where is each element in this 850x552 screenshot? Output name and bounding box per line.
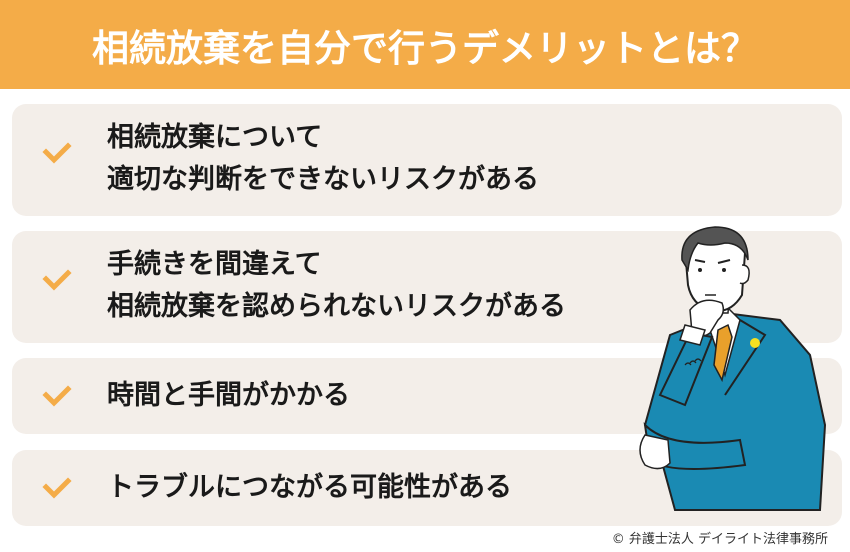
thinking-businessman-illustration	[639, 226, 827, 511]
check-icon	[42, 477, 72, 499]
check-icon	[42, 385, 72, 407]
demerit-item-text: トラブルにつながる可能性がある	[107, 467, 512, 509]
item-line: 時間と手間がかかる	[107, 380, 350, 411]
item-line: 適切な判断をできないリスクがある	[107, 164, 539, 195]
copyright-notice: © 弁護士法人 デイライト法律事務所	[611, 532, 828, 547]
demerit-item-text: 相続放棄について 適切な判断をできないリスクがある	[107, 117, 539, 201]
demerit-item-text: 手続きを間違えて 相続放棄を認められないリスクがある	[107, 244, 566, 328]
check-icon	[42, 142, 72, 164]
page-title: 相続放棄を自分で行うデメリットとは？	[92, 26, 758, 70]
check-icon	[42, 269, 72, 291]
demerit-item-text: 時間と手間がかかる	[107, 375, 350, 417]
header-banner: 相続放棄を自分で行うデメリットとは？	[0, 0, 850, 89]
item-line: トラブルにつながる可能性がある	[107, 472, 512, 503]
demerit-item-1: 相続放棄について 適切な判断をできないリスクがある	[12, 104, 842, 216]
item-line: 手続きを間違えて	[107, 249, 322, 280]
item-line: 相続放棄を認められないリスクがある	[107, 291, 566, 322]
item-line: 相続放棄について	[107, 122, 323, 153]
